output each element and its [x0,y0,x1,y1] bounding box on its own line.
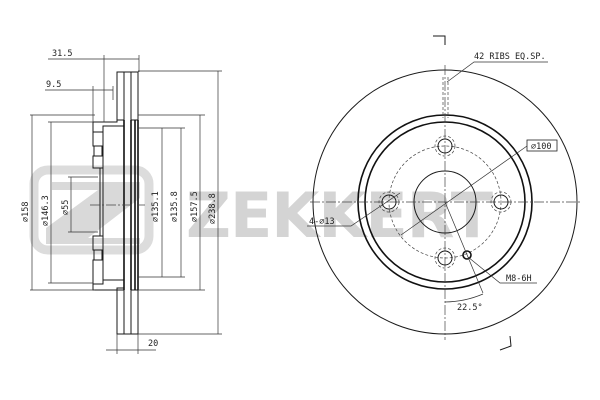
label-angle: 22.5° [457,303,483,313]
section-view: 31.5 9.5 20 ⌀158 ⌀146.3 ⌀55 ⌀135.1 [21,49,222,354]
watermark-text: ZEKKERT [186,179,493,252]
bolt-hole-right [490,191,512,213]
dim-hat-offset: 9.5 [46,80,61,90]
pcd-label-box [526,139,558,152]
bolt-hole-bottom [434,247,456,269]
dim-d135-8: ⌀135.8 [170,191,180,222]
label-ribs: 42 RIBS EQ.SP. [474,52,546,62]
dim-d158: ⌀158 [21,202,31,222]
watermark-logo: ZEKKERT [29,165,494,255]
threaded-hole [462,250,472,260]
dim-d157-5: ⌀157.5 [190,191,200,222]
dim-d238-8: ⌀238.8 [208,193,218,224]
dim-disc-thickness: 20 [148,339,158,349]
label-pcd: ⌀100 [531,142,551,152]
label-bolt-holes: 4-⌀13 [309,217,335,227]
bolt-hole-left [378,191,400,213]
dim-d135-1: ⌀135.1 [151,191,161,222]
dim-d146-3: ⌀146.3 [41,195,51,226]
dim-overall-width: 31.5 [52,49,72,59]
label-thread: M8-6H [506,274,532,284]
front-view: 42 RIBS EQ.SP. ⌀100 4-⌀13 M8-6H 22.5° [307,35,580,351]
bolt-hole-top [434,135,456,157]
dim-d55: ⌀55 [61,200,71,215]
